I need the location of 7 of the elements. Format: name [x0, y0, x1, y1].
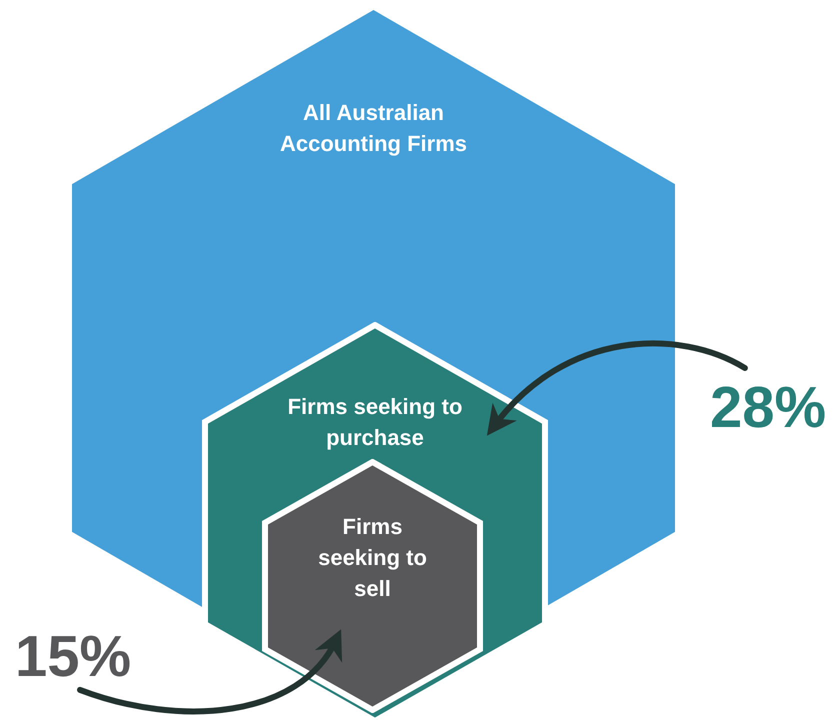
curved-arrow [486, 340, 748, 436]
hexagon-label: Firms seeking to sell [318, 513, 428, 603]
percentage-label: 15% [8, 622, 138, 692]
curved-arrow [77, 630, 342, 714]
hexagon-label: All Australian Accounting Firms [278, 99, 468, 158]
percentage-label: 28% [700, 368, 836, 448]
hexagon-label: Firms seeking to purchase [286, 393, 464, 452]
